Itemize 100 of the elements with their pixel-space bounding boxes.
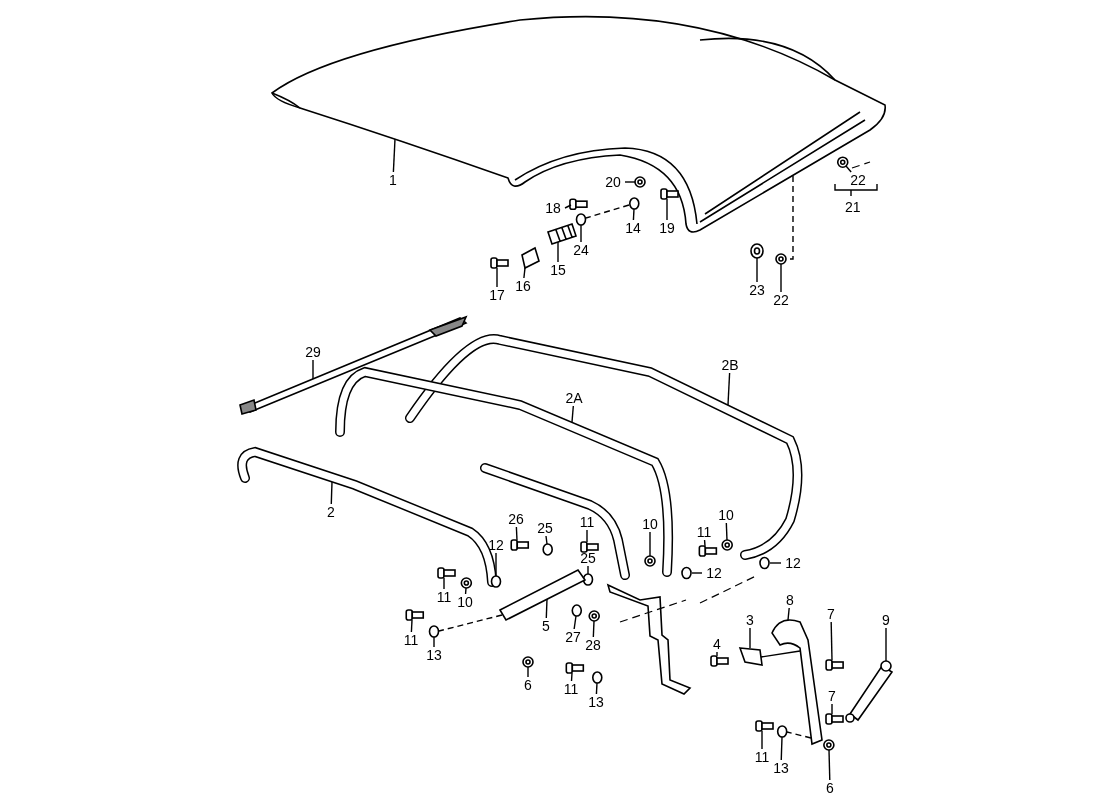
callout-number: 11 <box>432 589 456 605</box>
leader-line <box>632 208 635 221</box>
callout-number: 18 <box>541 200 565 216</box>
leader-line <box>573 615 577 630</box>
leader-line <box>703 539 706 547</box>
nut <box>522 656 534 668</box>
leader-line <box>571 405 575 423</box>
callout-number: 5 <box>534 618 558 634</box>
leader-line <box>438 614 503 632</box>
bolt <box>510 539 530 551</box>
bolt <box>755 720 774 732</box>
callout-number: 17 <box>485 287 509 303</box>
nut <box>634 176 646 188</box>
bolt <box>565 662 585 674</box>
leader-line <box>769 562 782 564</box>
link-arm <box>498 568 587 622</box>
leader-line <box>587 565 589 575</box>
callout-number: 15 <box>546 262 570 278</box>
callout-number: 29 <box>301 344 325 360</box>
callout-number: 2 <box>319 504 343 520</box>
leader-line <box>780 263 782 293</box>
washer <box>681 566 692 580</box>
callout-number: 9 <box>874 612 898 628</box>
leader-line <box>496 267 498 288</box>
leader-line <box>464 587 467 595</box>
callout-number: 11 <box>575 514 599 530</box>
callout-number: 10 <box>638 516 662 532</box>
leader-line <box>586 529 588 543</box>
leader-line <box>392 138 396 173</box>
washer <box>428 625 440 638</box>
leader-line <box>649 531 651 557</box>
nut <box>588 610 600 622</box>
callout-number: 26 <box>504 511 528 527</box>
washer <box>592 671 603 684</box>
bolt <box>825 713 844 725</box>
callout-number: 11 <box>399 632 423 648</box>
callout-number: 2B <box>718 357 742 373</box>
trim-strip <box>239 315 468 415</box>
leader-line <box>557 241 559 263</box>
spring <box>547 223 577 245</box>
callout-number: 1 <box>381 172 405 188</box>
bolt <box>825 659 844 671</box>
leader-line <box>570 672 573 682</box>
leader-line <box>727 372 731 406</box>
leader-line <box>585 204 630 219</box>
callout-number: 10 <box>714 507 738 523</box>
leader-line <box>761 730 763 750</box>
leader-line <box>845 165 852 173</box>
washer <box>542 543 553 556</box>
leader-line <box>495 552 497 577</box>
callout-number: 7 <box>820 688 844 704</box>
callout-number: 2A <box>562 390 586 406</box>
callout-number: 13 <box>584 694 608 710</box>
leader-line <box>786 731 812 739</box>
callout-number: 22 <box>769 292 793 308</box>
washer <box>776 725 788 738</box>
callout-number: 14 <box>621 220 645 236</box>
bolt <box>580 541 599 553</box>
callout-number: 21 <box>845 200 861 214</box>
clip-bracket <box>738 647 763 666</box>
callout-number: 10 <box>453 594 477 610</box>
washer <box>575 213 587 226</box>
callout-number: 22 <box>846 172 870 188</box>
callout-number: 24 <box>569 242 593 258</box>
callout-number: 6 <box>516 677 540 693</box>
leader-line <box>885 627 887 662</box>
callout-number: 7 <box>819 606 843 622</box>
nut <box>836 156 849 168</box>
bolt <box>405 609 425 621</box>
leader-line <box>716 651 718 657</box>
hinge-arm <box>771 619 823 745</box>
leader-line <box>433 636 435 648</box>
leader-line <box>624 181 636 183</box>
callout-number: 3 <box>738 612 762 628</box>
callout-number: 23 <box>745 282 769 298</box>
washer <box>750 243 764 259</box>
callout-number: 11 <box>692 524 716 540</box>
washer <box>759 556 770 570</box>
callout-number: 12 <box>484 537 508 553</box>
leader-line <box>312 359 314 380</box>
leader-line <box>760 650 801 658</box>
leader-line <box>666 198 668 221</box>
callout-number: 12 <box>781 555 805 571</box>
leader-line <box>515 526 518 541</box>
leader-line <box>749 627 751 649</box>
bolt <box>437 567 456 579</box>
leader-line <box>787 607 790 621</box>
leader-line <box>725 522 728 541</box>
leader-line <box>443 577 445 590</box>
bolt <box>710 655 729 667</box>
callout-number: 25 <box>576 550 600 566</box>
leader-line <box>564 204 572 209</box>
callout-number: 12 <box>702 565 726 581</box>
leader-line <box>592 620 595 638</box>
leader-line <box>545 598 548 619</box>
leader-line <box>410 619 413 633</box>
callout-number: 6 <box>818 780 842 796</box>
bolt <box>490 257 509 269</box>
callout-number: 11 <box>559 681 583 697</box>
bolt <box>569 198 588 210</box>
